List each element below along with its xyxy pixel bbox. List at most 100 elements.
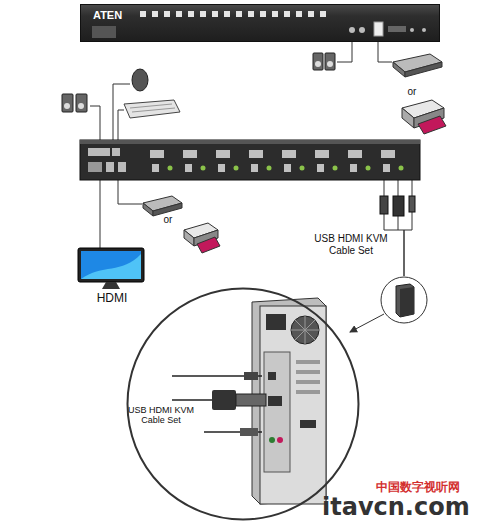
indicator xyxy=(388,26,406,32)
scanner-symbol xyxy=(393,54,442,77)
inset-circle xyxy=(381,277,427,323)
watermark: 中国数字视听网 xyxy=(376,481,496,495)
fan xyxy=(291,316,319,344)
usb-port xyxy=(317,164,324,172)
audio-port xyxy=(168,166,173,171)
printer-paper xyxy=(418,116,446,134)
port-button xyxy=(296,11,302,17)
hdmi-plug xyxy=(393,196,404,216)
port-button xyxy=(152,11,158,17)
port-buttons xyxy=(140,11,326,17)
usb-port xyxy=(185,164,192,172)
note-label: or xyxy=(158,214,178,226)
led xyxy=(422,28,426,32)
speakers-symbol xyxy=(313,53,335,70)
port-button xyxy=(200,11,206,17)
port-button xyxy=(236,11,242,17)
watermark: itavcn.com xyxy=(322,494,500,522)
port-button xyxy=(308,11,314,17)
speaker-cone xyxy=(78,103,84,109)
speaker xyxy=(62,94,73,112)
audio-port xyxy=(277,437,283,443)
wire xyxy=(378,42,392,62)
audio-jack xyxy=(349,27,355,33)
port xyxy=(112,148,120,156)
node-label: USB HDMI KVM Cable Set xyxy=(128,405,194,426)
wire xyxy=(337,42,352,62)
hdmi-port xyxy=(216,150,230,158)
printer-side xyxy=(402,108,414,128)
node-label: HDMI xyxy=(72,292,152,306)
wire xyxy=(403,230,405,276)
audio-port xyxy=(300,166,305,171)
wire xyxy=(384,180,385,196)
keyboard-symbol xyxy=(124,100,180,118)
port-button xyxy=(212,11,218,17)
slot xyxy=(296,370,320,374)
port xyxy=(106,162,114,172)
port-button xyxy=(224,11,230,17)
fan-grill xyxy=(291,316,319,344)
video-port xyxy=(300,420,316,428)
tower-front xyxy=(400,287,414,317)
node-label: ATEN xyxy=(93,9,153,22)
port-button xyxy=(164,11,170,17)
audio-port xyxy=(366,166,371,171)
wire xyxy=(118,180,142,204)
speaker xyxy=(325,53,335,70)
audio-port xyxy=(399,166,404,171)
port-button xyxy=(176,11,182,17)
video-port xyxy=(268,396,282,406)
hdmi-port xyxy=(249,150,263,158)
cable-connectors xyxy=(380,196,415,216)
circle-outline xyxy=(128,289,359,520)
wire xyxy=(398,216,399,230)
usb-port xyxy=(152,164,159,172)
scanner-side xyxy=(393,62,405,77)
hdmi-port xyxy=(150,150,164,158)
printer-symbol xyxy=(184,223,220,253)
circle-outline xyxy=(126,287,360,521)
monitor-stand xyxy=(102,282,120,289)
tower-back xyxy=(260,306,326,504)
rear-ports xyxy=(150,150,404,172)
audio-port xyxy=(333,166,338,171)
audio-jack xyxy=(359,27,365,33)
zoom-circle: USB HDMI KVM Cable Set xyxy=(126,287,360,521)
port-button xyxy=(140,11,146,17)
port-button xyxy=(272,11,278,17)
rear-panel-body xyxy=(80,140,420,180)
audio-port xyxy=(234,166,239,171)
hdmi-port xyxy=(315,150,329,158)
speaker xyxy=(313,53,323,70)
logo-badge xyxy=(92,26,116,38)
zoom-arrow xyxy=(350,314,384,332)
pc-tower-small xyxy=(396,284,414,317)
mouse-symbol xyxy=(132,69,148,91)
scanner-front xyxy=(405,62,442,77)
front-panel: ATEN xyxy=(80,4,440,42)
rear-panel-edge xyxy=(80,140,420,144)
usb-port xyxy=(268,372,276,380)
usb-port xyxy=(374,22,383,36)
wire xyxy=(412,180,413,196)
usb-plug xyxy=(380,196,388,214)
hdmi-port xyxy=(282,150,296,158)
keyboard-keys xyxy=(130,104,175,112)
led xyxy=(410,28,414,32)
monitor-screen xyxy=(81,251,141,279)
wire xyxy=(404,212,412,230)
hdmi-plug-head xyxy=(236,394,266,406)
usb-port xyxy=(251,164,258,172)
tower-body xyxy=(396,284,414,317)
screen-glare xyxy=(81,254,141,279)
audio-plug xyxy=(409,196,415,212)
printer-side xyxy=(184,230,194,246)
wire xyxy=(398,180,399,196)
usb-plug xyxy=(244,372,258,380)
usb-port xyxy=(350,164,357,172)
audio-plug xyxy=(240,428,258,436)
hdmi-port xyxy=(348,150,362,158)
port-button xyxy=(248,11,254,17)
speaker xyxy=(76,94,87,112)
